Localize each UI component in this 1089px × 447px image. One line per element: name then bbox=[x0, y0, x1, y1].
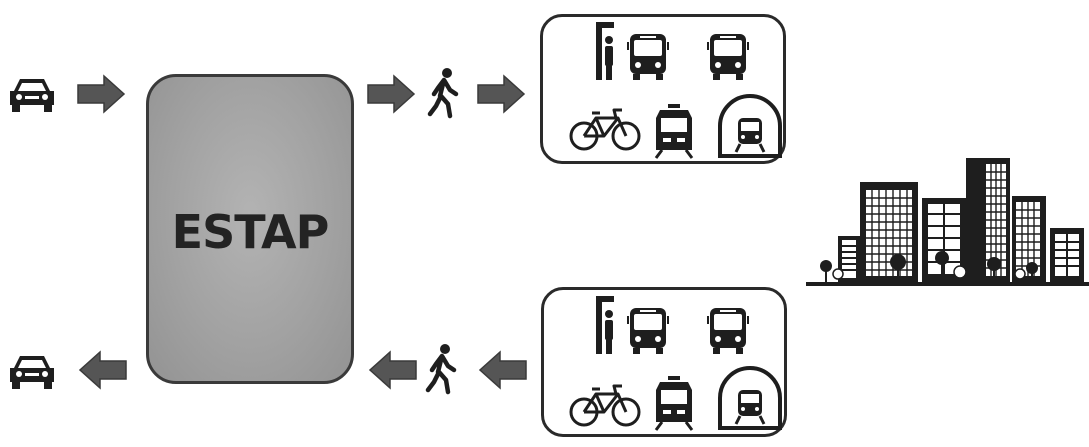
tram-icon bbox=[656, 376, 692, 430]
pedestrian-icon bbox=[430, 68, 456, 116]
bus-stop-icon bbox=[596, 296, 614, 354]
subway-icon bbox=[720, 368, 780, 428]
arrow-left-icon bbox=[370, 352, 416, 388]
city-skyline-icon bbox=[806, 158, 1089, 286]
arrow-left-icon bbox=[80, 352, 126, 388]
bus-stop-icon bbox=[596, 22, 614, 80]
arrow-right-icon bbox=[478, 76, 524, 112]
bus-icon bbox=[707, 308, 749, 354]
bus-icon bbox=[707, 34, 749, 80]
bus-icon bbox=[627, 308, 669, 354]
bicycle-icon bbox=[571, 386, 639, 425]
arrow-right-icon bbox=[368, 76, 414, 112]
tram-icon bbox=[656, 104, 692, 158]
bicycle-icon bbox=[571, 110, 639, 149]
subway-icon bbox=[720, 96, 780, 156]
bus-icon bbox=[627, 34, 669, 80]
arrow-right-icon bbox=[78, 76, 124, 112]
pedestrian-icon bbox=[428, 344, 454, 392]
arrow-left-icon bbox=[480, 352, 526, 388]
car-icon bbox=[10, 79, 54, 112]
car-icon bbox=[10, 356, 54, 389]
